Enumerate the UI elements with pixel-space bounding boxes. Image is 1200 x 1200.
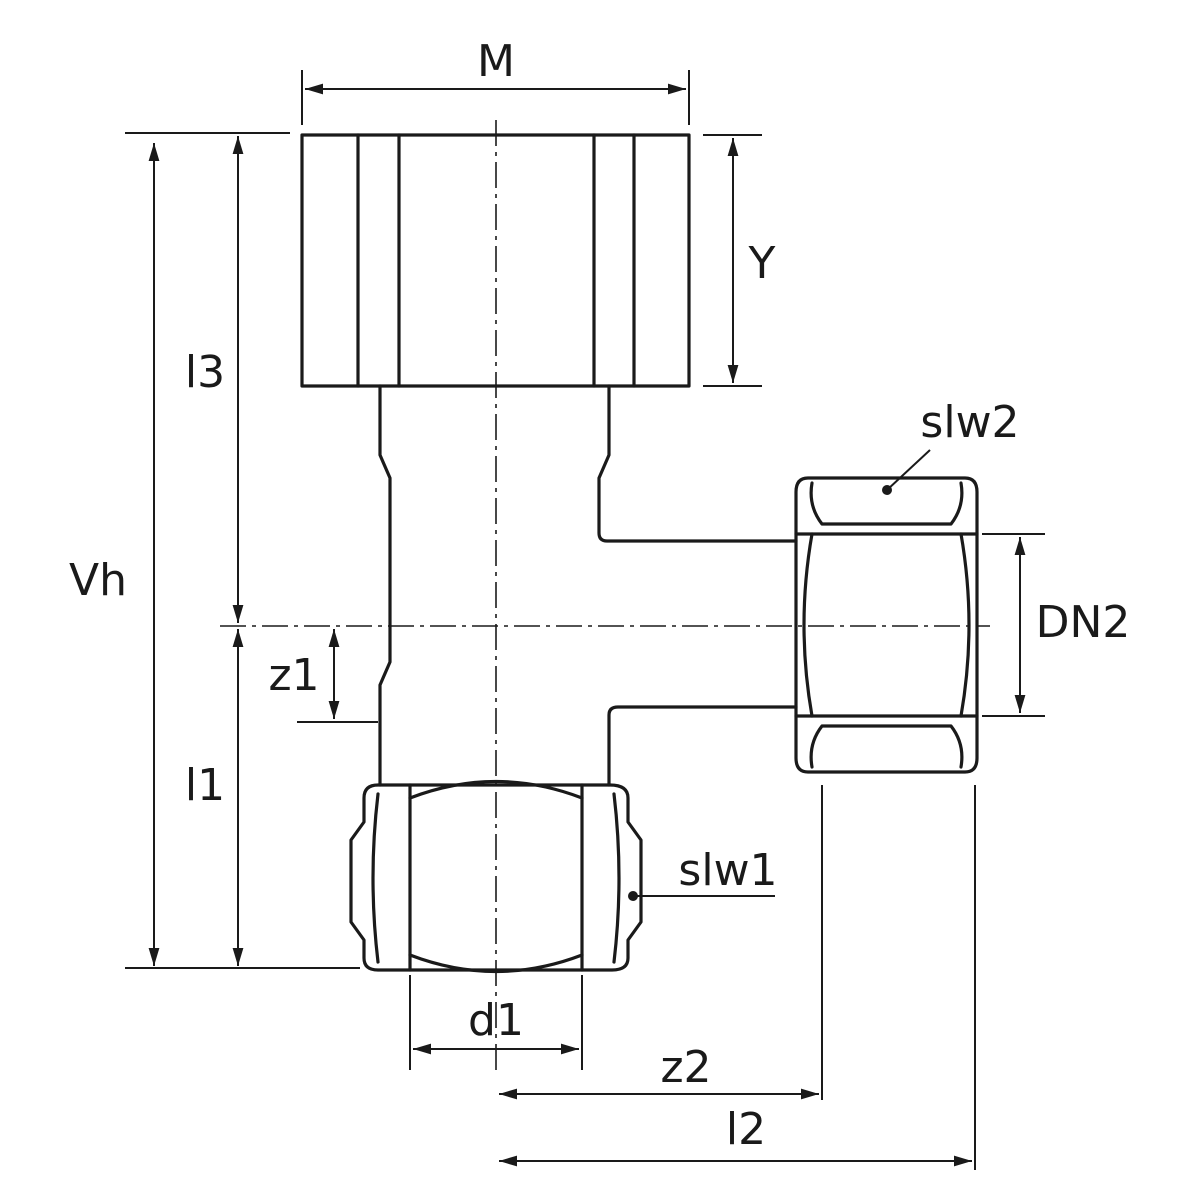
label-l2: l2 bbox=[726, 1104, 766, 1155]
slw2-leader-dot bbox=[882, 485, 892, 495]
bottom-nut bbox=[349, 779, 643, 974]
label-slw1: slw1 bbox=[678, 845, 777, 896]
dimension-lines bbox=[148, 83, 1026, 1167]
label-d1: d1 bbox=[468, 995, 524, 1046]
extension-lines bbox=[125, 70, 1045, 1170]
label-Vh: Vh bbox=[69, 555, 127, 606]
right-nut bbox=[794, 476, 979, 774]
label-l3: l3 bbox=[185, 347, 225, 398]
valve-body bbox=[378, 384, 798, 787]
slw1-leader-dot bbox=[628, 891, 638, 901]
label-z1: z1 bbox=[268, 650, 319, 701]
label-Y: Y bbox=[748, 238, 776, 289]
top-cap bbox=[300, 133, 691, 388]
label-slw2: slw2 bbox=[920, 397, 1019, 448]
center-lines bbox=[220, 120, 990, 1070]
leaders bbox=[628, 449, 931, 901]
label-DN2: DN2 bbox=[1036, 597, 1131, 648]
label-z2: z2 bbox=[660, 1042, 711, 1093]
labels: M Y l3 Vh z1 l1 slw1 slw2 DN2 d1 z2 l2 bbox=[69, 36, 1130, 1155]
label-M: M bbox=[477, 36, 515, 87]
label-l1: l1 bbox=[185, 760, 225, 811]
